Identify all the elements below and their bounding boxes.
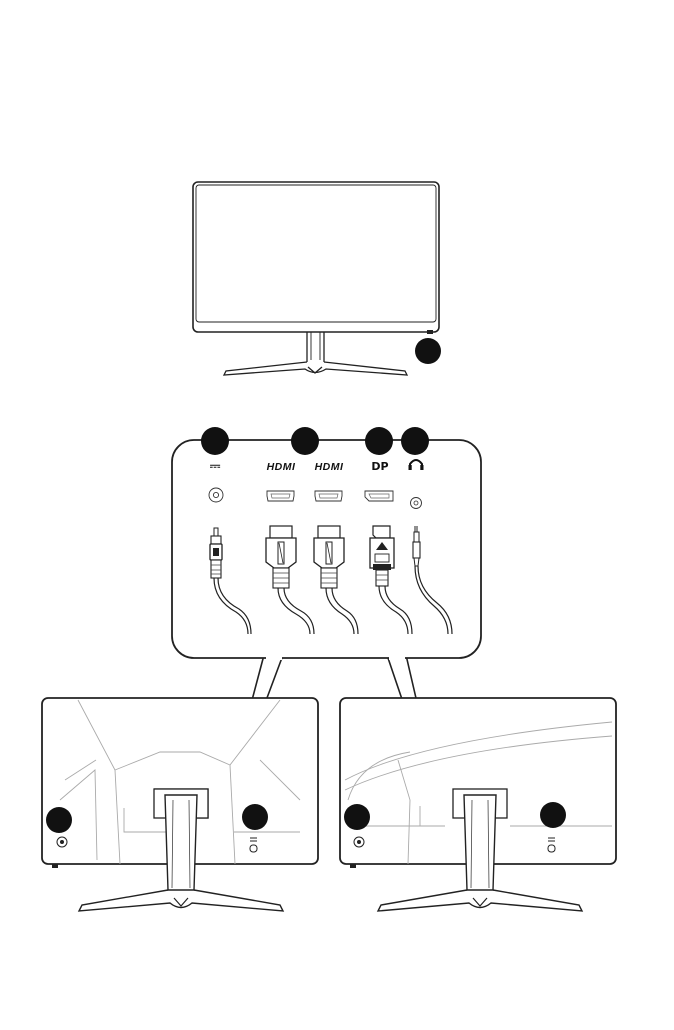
callout-marker-port-3 bbox=[365, 427, 393, 455]
rear-right-stand-base bbox=[378, 890, 582, 911]
callout-marker-rear-1 bbox=[46, 807, 72, 833]
headphone-port bbox=[411, 498, 422, 509]
dc-in-port bbox=[209, 488, 223, 502]
front-monitor-screen bbox=[196, 185, 436, 322]
displayport-port bbox=[365, 491, 393, 501]
callout-marker-port-1 bbox=[201, 427, 229, 455]
callout-marker-front bbox=[415, 338, 441, 364]
hdmi-2-label: HDMI bbox=[315, 461, 344, 473]
dc-in-label: ⎓ bbox=[210, 459, 221, 474]
callout-marker-rear-4 bbox=[540, 802, 566, 828]
port-panel: ⎓ HDMI HDMI DP bbox=[172, 427, 481, 660]
front-monitor bbox=[193, 182, 441, 375]
displayport-label: DP bbox=[371, 460, 388, 473]
callout-marker-port-2 bbox=[291, 427, 319, 455]
rear-view-right bbox=[340, 698, 616, 911]
hdmi-2-port bbox=[315, 491, 342, 501]
callout-marker-rear-2 bbox=[242, 804, 268, 830]
hdmi-1-port bbox=[267, 491, 294, 501]
callout-marker-rear-3 bbox=[344, 804, 370, 830]
rear-view-left bbox=[42, 698, 318, 911]
callout-marker-port-4 bbox=[401, 427, 429, 455]
rear-left-stand-base bbox=[79, 890, 283, 911]
hdmi-1-label: HDMI bbox=[267, 461, 296, 473]
